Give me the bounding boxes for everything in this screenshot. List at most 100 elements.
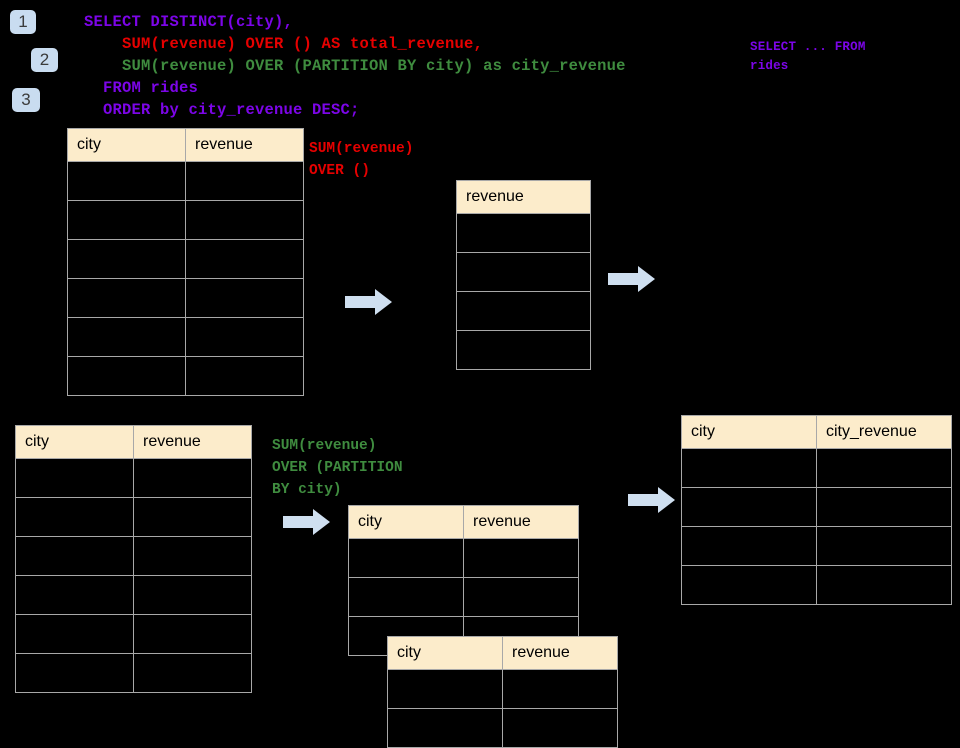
- column-header-revenue: revenue: [502, 636, 618, 670]
- table-cell: [185, 239, 304, 279]
- annotation-partition-by-city: SUM(revenue) OVER (PARTITION BY city): [272, 438, 403, 498]
- table-cell: [133, 575, 252, 615]
- table-cell: [15, 614, 134, 654]
- table-row: [15, 575, 252, 615]
- table-cell: [681, 565, 817, 605]
- table-row: [348, 577, 579, 617]
- table-cell: [502, 708, 618, 748]
- table-cell: [15, 497, 134, 537]
- table-row: [67, 278, 304, 318]
- table-cell: [185, 161, 304, 201]
- table-cell: [133, 653, 252, 693]
- table-row: [681, 487, 952, 527]
- table-cell: [133, 497, 252, 537]
- table-cell: [67, 317, 186, 357]
- table-cell: [456, 330, 591, 370]
- table-row: [681, 526, 952, 566]
- step-badge-2: 2: [31, 48, 58, 72]
- column-header-city: city: [348, 505, 464, 539]
- table-row: [348, 538, 579, 578]
- table-cell: [463, 538, 579, 578]
- table-row: [67, 239, 304, 279]
- table-cell: [67, 239, 186, 279]
- table-row: [456, 330, 591, 370]
- table-row: [67, 200, 304, 240]
- table-cell: [15, 536, 134, 576]
- table-cell: [185, 356, 304, 396]
- table-row: [15, 458, 252, 498]
- table-cell: [681, 448, 817, 488]
- table-cell: [185, 278, 304, 318]
- arrow-source-to-partition-icon: [283, 508, 331, 536]
- table-row: [681, 448, 952, 488]
- table-cell: [456, 291, 591, 331]
- table-cell: [816, 487, 952, 527]
- table-cell: [816, 565, 952, 605]
- column-header-revenue: revenue: [456, 180, 591, 214]
- table-cell: [185, 317, 304, 357]
- table-row: [387, 669, 618, 709]
- table-cell: [67, 200, 186, 240]
- table-cell: [681, 487, 817, 527]
- table-row: [67, 317, 304, 357]
- table-row: [456, 291, 591, 331]
- sql-aside-line-1: SELECT ... FROM: [750, 40, 866, 54]
- table-cell: [387, 708, 503, 748]
- sql-line-city-revenue: SUM(revenue) OVER (PARTITION BY city) as…: [84, 57, 626, 75]
- table-cell: [348, 577, 464, 617]
- column-header-city: city: [387, 636, 503, 670]
- table-cell: [348, 538, 464, 578]
- table-cell: [15, 575, 134, 615]
- table-cell: [133, 614, 252, 654]
- column-header-city: city: [681, 415, 817, 449]
- column-header-revenue: revenue: [133, 425, 252, 459]
- table-row: [15, 497, 252, 537]
- sql-line-from: FROM rides: [84, 79, 199, 97]
- arrow-source-to-total-icon: [345, 288, 393, 316]
- table-cell: [133, 458, 252, 498]
- table-row: [456, 252, 591, 292]
- table-cell: [387, 669, 503, 709]
- table-row: [67, 161, 304, 201]
- step-badge-3: 3: [12, 88, 40, 112]
- table-row: [15, 653, 252, 693]
- table-cell: [681, 526, 817, 566]
- column-header-revenue: revenue: [463, 505, 579, 539]
- arrow-partition-to-result-icon: [628, 486, 676, 514]
- table-total-revenue: revenue: [456, 180, 591, 370]
- sql-line-select: SELECT DISTINCT(city),: [84, 13, 294, 31]
- table-cell: [185, 200, 304, 240]
- column-header-city: city: [67, 128, 186, 162]
- table-cell: [456, 213, 591, 253]
- column-header-city: city: [15, 425, 134, 459]
- table-cell: [816, 526, 952, 566]
- table-cell: [15, 458, 134, 498]
- sql-line-order-by: ORDER by city_revenue DESC;: [84, 101, 360, 119]
- table-row: [15, 536, 252, 576]
- column-header-city_revenue: city_revenue: [816, 415, 952, 449]
- step-badge-1: 1: [10, 10, 36, 34]
- table-row: [67, 356, 304, 396]
- table-cell: [502, 669, 618, 709]
- column-header-revenue: revenue: [185, 128, 304, 162]
- table-cell: [15, 653, 134, 693]
- table-row: [387, 708, 618, 748]
- sql-aside-block: SELECT ... FROM rides: [750, 38, 866, 76]
- table-cell: [133, 536, 252, 576]
- table-row: [456, 213, 591, 253]
- sql-query-block: SELECT DISTINCT(city), SUM(revenue) OVER…: [84, 11, 626, 121]
- table-cell: [67, 278, 186, 318]
- sql-line-total-revenue: SUM(revenue) OVER () AS total_revenue,: [84, 35, 484, 53]
- table-cell: [67, 161, 186, 201]
- table-cell: [456, 252, 591, 292]
- table-header-row: revenue: [456, 180, 591, 214]
